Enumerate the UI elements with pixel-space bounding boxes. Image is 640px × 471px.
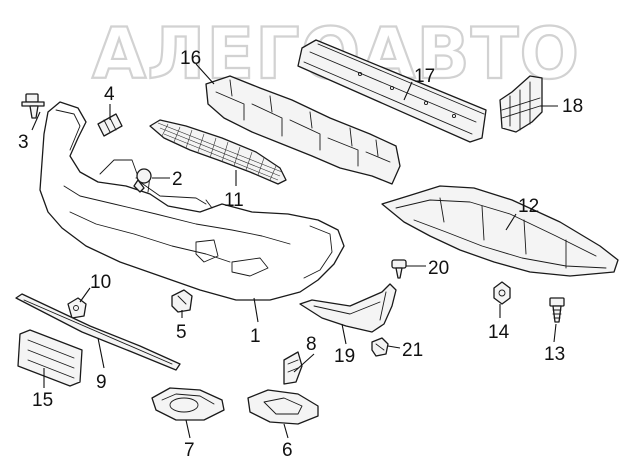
callout-16: 16	[180, 48, 201, 69]
callout-2: 2	[172, 169, 183, 190]
part-fog-cover-7	[151, 387, 225, 421]
callout-8: 8	[306, 334, 317, 355]
part-bumper-reinforcement	[297, 39, 487, 143]
part-bolt-13	[549, 297, 565, 323]
callout-7: 7	[184, 440, 195, 461]
part-screw-20	[391, 259, 407, 279]
part-clip-5	[171, 289, 193, 313]
leader-lines	[31, 63, 558, 439]
callout-20: 20	[428, 258, 449, 279]
callout-13: 13	[544, 344, 565, 365]
part-bracket-8	[283, 351, 303, 385]
part-plate-bracket	[17, 329, 83, 387]
callout-10: 10	[90, 272, 111, 293]
part-screw-3	[21, 93, 45, 119]
callout-18: 18	[562, 96, 583, 117]
part-clip-21	[371, 337, 389, 357]
part-undercover	[381, 185, 619, 277]
part-push-clip-2	[133, 168, 152, 193]
callout-9: 9	[96, 372, 107, 393]
part-clip-10	[67, 297, 87, 319]
callout-15: 15	[32, 390, 53, 411]
part-nut-14	[493, 281, 511, 305]
callout-14: 14	[488, 322, 510, 343]
callout-6: 6	[282, 440, 293, 461]
callout-4: 4	[104, 84, 115, 105]
callout-11: 11	[224, 190, 244, 211]
callout-21: 21	[402, 340, 423, 361]
part-grille	[149, 119, 287, 185]
part-side-bracket	[499, 75, 543, 133]
part-side-bracket-19	[299, 283, 397, 333]
callout-12: 12	[518, 196, 539, 217]
callout-19: 19	[334, 346, 355, 367]
callout-17: 17	[414, 66, 435, 87]
callout-3: 3	[18, 132, 29, 153]
callout-5: 5	[176, 322, 187, 343]
callout-labels: 1 2 3 4 5 6 7 8 9 10 11 12 13 14 15 16 1…	[18, 48, 583, 461]
callout-1: 1	[250, 326, 261, 347]
part-fog-cover-6	[247, 389, 319, 425]
part-energy-absorber	[205, 75, 401, 185]
